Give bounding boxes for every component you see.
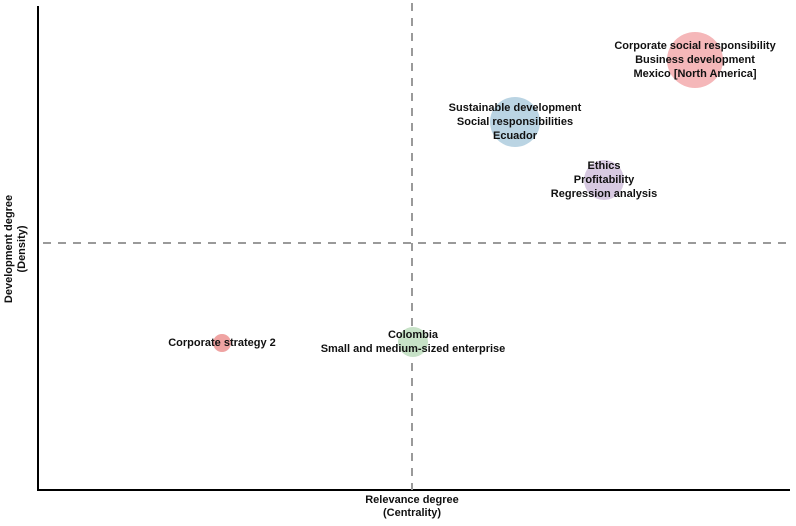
bubble-1 xyxy=(490,97,540,147)
y-axis-label: Development degree (Density) xyxy=(3,195,29,303)
x-axis-label-line2: (Centrality) xyxy=(382,507,442,519)
bubble-label-2: Ethics Profitability Regression analysis xyxy=(550,160,658,200)
bubble-label-4: Corporate strategy 2 xyxy=(168,337,276,349)
x-axis-label-line1: Relevance degree xyxy=(365,494,459,506)
y-axis-label-line2: (Density) xyxy=(16,225,28,273)
bubble-label-0: Corporate social responsibility Business… xyxy=(614,40,776,80)
bubble-label-1: Sustainable development Social responsib… xyxy=(448,102,582,142)
bubble-3 xyxy=(398,327,428,357)
y-axis-label-line1: Development degree xyxy=(3,194,15,304)
bubble-4 xyxy=(213,334,231,352)
horizontal-divider-dashed-line xyxy=(43,242,791,244)
vertical-divider-dashed-line xyxy=(411,3,413,490)
x-axis-label: Relevance degree (Centrality) xyxy=(365,494,459,520)
y-axis-line xyxy=(37,6,39,490)
bubble-2 xyxy=(584,160,624,200)
bubble-label-3: Colombia Small and medium-sized enterpri… xyxy=(320,329,506,355)
bubble-0 xyxy=(667,32,723,88)
x-axis-line xyxy=(37,489,790,491)
